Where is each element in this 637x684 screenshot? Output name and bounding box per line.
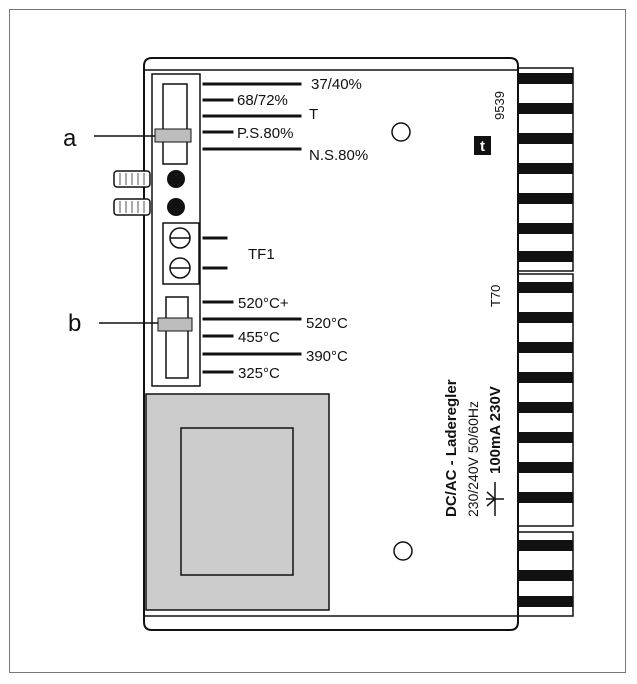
selector-slider-b[interactable] xyxy=(157,296,193,379)
tab-label-455c: 455°C xyxy=(238,329,280,346)
callout-label-a: a xyxy=(63,125,77,152)
transformer xyxy=(145,393,330,611)
wire-connector-bottom[interactable] xyxy=(113,198,185,216)
component-strip xyxy=(151,73,201,387)
selector-slider-a[interactable] xyxy=(154,83,192,165)
product-name: DC/AC - Laderegler xyxy=(443,379,460,517)
tab-leads xyxy=(202,82,302,374)
voltage-rating: 230/240V 50/60Hz xyxy=(465,401,481,517)
tab-label-520c: 520°C xyxy=(306,315,348,332)
tab-label-ps80: P.S.80% xyxy=(237,125,293,142)
tab-label-68-72: 68/72% xyxy=(237,92,288,109)
tab-label-t: T xyxy=(309,106,318,123)
tab-label-tf1: TF1 xyxy=(248,246,275,263)
board-number: 9539 xyxy=(492,91,507,120)
svg-text:t: t xyxy=(480,138,485,155)
tab-label-390c: 390°C xyxy=(306,348,348,365)
wire-connector-top[interactable] xyxy=(113,170,185,188)
figure-frame xyxy=(9,9,626,673)
board-outline xyxy=(143,57,519,631)
logo-t-icon: t xyxy=(474,136,491,155)
tab-label-ns80: N.S.80% xyxy=(309,147,368,164)
fuse-label: T70 xyxy=(488,285,503,307)
tab-label-37-40: 37/40% xyxy=(311,76,362,93)
terminal-block-tf1[interactable] xyxy=(162,222,200,285)
edge-connector xyxy=(517,67,574,617)
diode-symbol-icon xyxy=(486,482,504,516)
current-rating: 100mA 230V xyxy=(487,386,504,474)
mounting-hole-top xyxy=(391,122,411,142)
callout-label-b: b xyxy=(68,310,81,337)
tab-label-325c: 325°C xyxy=(238,365,280,382)
tab-label-520c-plus: 520°C+ xyxy=(238,295,289,312)
mounting-hole-bottom xyxy=(393,541,413,561)
